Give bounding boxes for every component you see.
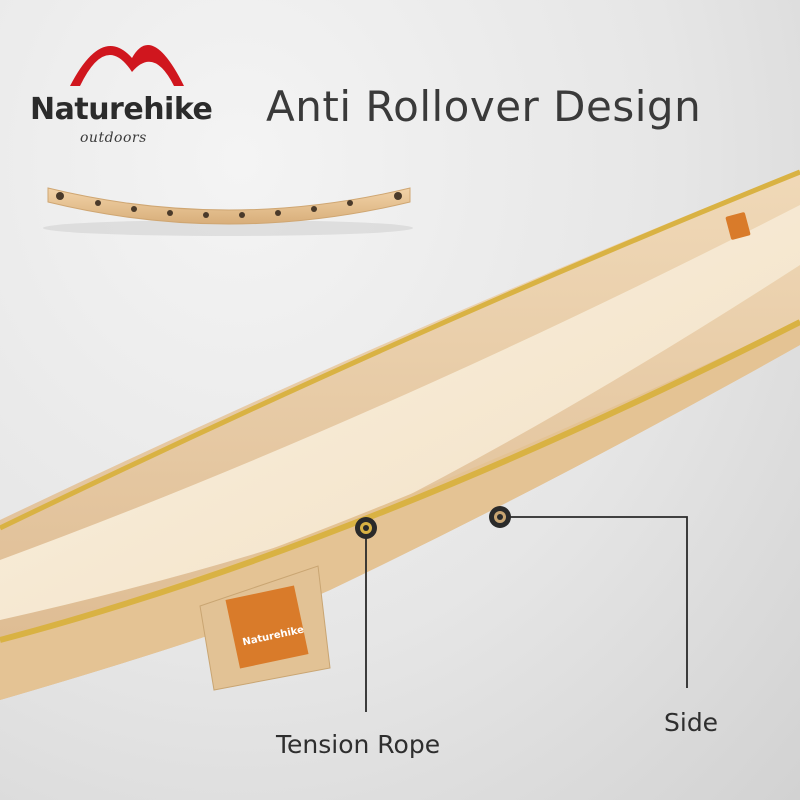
naturehike-logo: Naturehike outdoors (22, 20, 213, 146)
hammock-pouch: Naturehike (199, 565, 331, 691)
marker-dot-icon (489, 506, 511, 528)
side-label: Side (664, 708, 719, 737)
tension-rope-label: Tension Rope (276, 730, 441, 759)
marker-dot-icon (355, 517, 377, 539)
brand-name: Naturehike (30, 92, 213, 127)
mountain-arc-icon (70, 45, 184, 86)
callout-lines (365, 516, 688, 712)
page-title: Anti Rollover Design (266, 82, 702, 131)
hammock-body: Naturehike (0, 169, 800, 700)
spreader-bar (43, 187, 413, 236)
brand-tagline: outdoors (80, 130, 147, 146)
